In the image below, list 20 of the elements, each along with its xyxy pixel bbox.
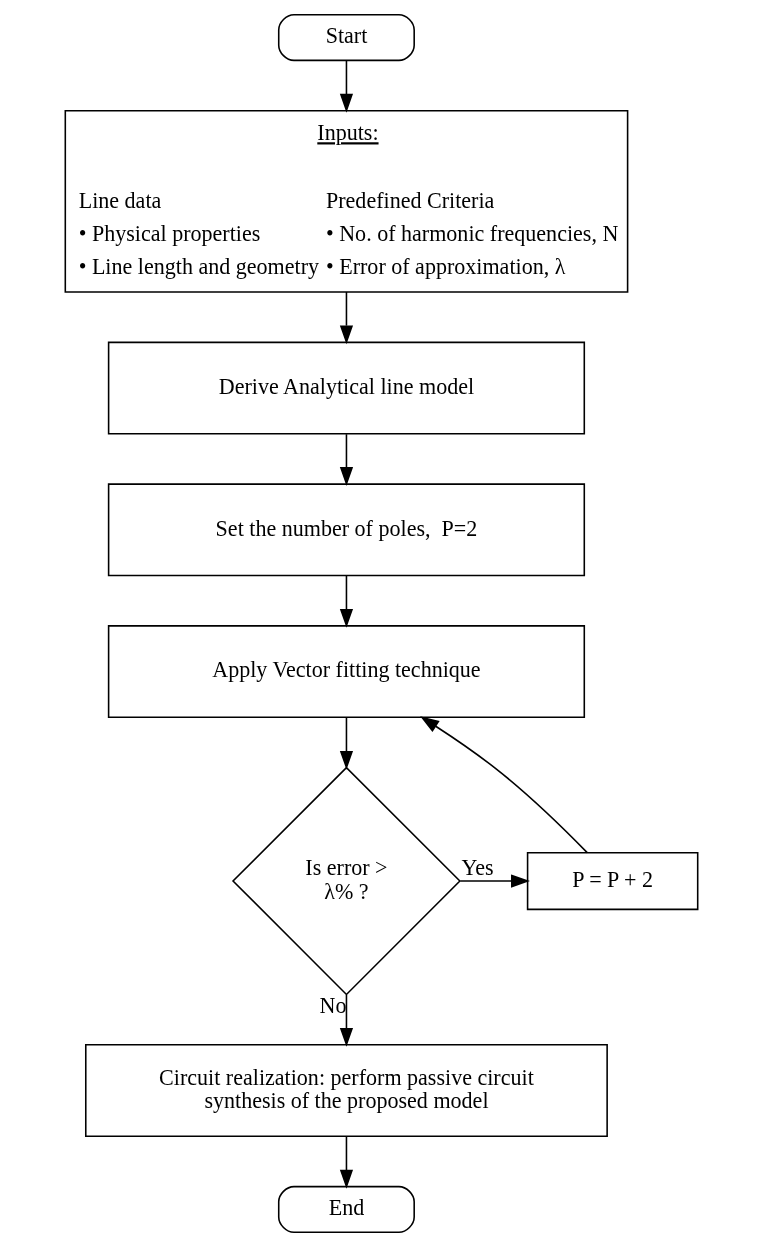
node-diamond: Is error > λ% ?	[231, 766, 461, 996]
node-box: Apply Vector fitting technique	[107, 625, 585, 718]
arrow	[339, 291, 353, 345]
node-box: Circuit realization: perform passive circuit synthesis of the proposed model	[84, 1044, 608, 1137]
arrow	[339, 575, 353, 628]
arrow	[339, 433, 353, 487]
node-box: Start	[277, 13, 415, 62]
node-box: End	[277, 1185, 415, 1234]
arrow	[419, 716, 588, 854]
node-box: Derive Analytical line model	[107, 341, 585, 435]
arrow	[339, 716, 353, 770]
arrow	[339, 1135, 353, 1189]
node-box: P = P + 2	[526, 851, 698, 911]
edge-label: No	[319, 993, 347, 1019]
arrow	[459, 874, 530, 888]
arrow	[339, 60, 353, 113]
node-box: Inputs: Line data Predefined Criteria • Physical properties • No. of harmonic frequencies, N • Line length and geometry • Error of approximation, λ	[64, 110, 628, 293]
arrow	[339, 994, 353, 1047]
node-box: Set the number of poles, P=2	[107, 483, 585, 577]
edge-label: Yes	[461, 855, 494, 881]
